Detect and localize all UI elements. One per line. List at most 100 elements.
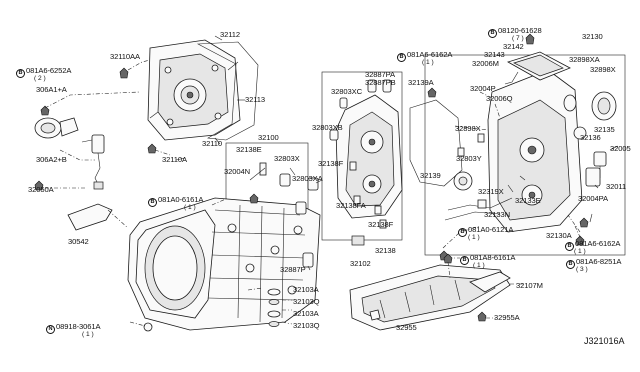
label-32133E: 32133E bbox=[515, 196, 541, 205]
qty-081A6-6162A-bottom: ( 1 ) bbox=[574, 248, 586, 255]
bolt-marker-icon: B bbox=[488, 29, 497, 38]
label-32898XA: 32898XA bbox=[569, 55, 600, 64]
label-32110AA: 32110AA bbox=[110, 52, 140, 61]
harness-306A2B bbox=[81, 134, 105, 190]
label-32135: 32135 bbox=[594, 125, 615, 134]
label-32898X-left: 32898X bbox=[455, 124, 481, 133]
bolt-marker-icon: B bbox=[458, 228, 467, 237]
bolt-marker-icon: B bbox=[565, 242, 574, 251]
label-32136: 32136 bbox=[580, 133, 601, 142]
label-32110: 32110 bbox=[202, 139, 223, 148]
label-306A1A: 306A1+A bbox=[36, 85, 67, 94]
label-32004N: 32004N bbox=[224, 167, 251, 176]
under-cover-32955 bbox=[349, 264, 511, 331]
label-32011: 32011 bbox=[606, 182, 627, 191]
washer-marker-icon: N bbox=[46, 325, 55, 334]
label-32112: 32112 bbox=[220, 30, 241, 39]
bolt-marker-icon: B bbox=[566, 260, 575, 269]
label-32006M: 32006M bbox=[472, 59, 499, 68]
label-32005: 32005 bbox=[610, 144, 631, 153]
label-32139A: 32139A bbox=[408, 78, 434, 87]
label-32103A-1: 32103A bbox=[293, 285, 319, 294]
qty-081A0-6161A: ( 1 ) bbox=[184, 204, 196, 211]
label-32803XA: 32803XA bbox=[292, 174, 323, 183]
label-32139: 32139 bbox=[420, 171, 441, 180]
top-cover-32142 bbox=[504, 51, 571, 85]
label-32887PA: 32887PA bbox=[365, 70, 395, 79]
label-32319X: 32319X bbox=[478, 187, 504, 196]
sensor-32005 bbox=[585, 151, 607, 187]
shift-rods-32133 bbox=[444, 197, 513, 221]
label-32898X-right: 32898X bbox=[590, 65, 616, 74]
bolt-32139A bbox=[427, 87, 437, 98]
label-30542: 30542 bbox=[68, 237, 89, 246]
group-box-32130 bbox=[424, 54, 626, 256]
qty-08918-3061A: ( 1 ) bbox=[82, 331, 94, 338]
adapter-parts bbox=[329, 79, 392, 246]
label-32887P: 32887P bbox=[280, 265, 306, 274]
label-32955: 32955 bbox=[396, 323, 417, 332]
diagram-code: J321016A bbox=[584, 336, 625, 346]
adapter-plate-32138 bbox=[335, 94, 403, 219]
label-32803X: 32803X bbox=[274, 154, 300, 163]
bracket-32107M bbox=[469, 271, 511, 293]
label-32138F-1: 32138F bbox=[318, 159, 344, 168]
label-32004P: 32004P bbox=[470, 84, 496, 93]
bolt-32955A bbox=[477, 311, 487, 322]
label-32103A-2: 32103A bbox=[293, 309, 319, 318]
bolt-marker-icon: B bbox=[397, 53, 406, 62]
release-bearing-306A1A bbox=[34, 117, 79, 139]
extension-housing-32110 bbox=[147, 39, 241, 141]
bolt-marker-icon: B bbox=[460, 256, 469, 265]
bolt-081A8 bbox=[443, 253, 453, 264]
qty-081A6-6162A-top: ( 1 ) bbox=[422, 59, 434, 66]
label-32050A: 32050A bbox=[28, 185, 54, 194]
qty-081A8-6161A: ( 1 ) bbox=[473, 262, 485, 269]
label-32138F-2: 32138F bbox=[368, 220, 394, 229]
label-306A2B: 306A2+B bbox=[36, 155, 67, 164]
label-32130A: 32130A bbox=[546, 231, 572, 240]
label-32113: 32113 bbox=[245, 95, 266, 104]
label-32143: 32143 bbox=[484, 50, 505, 59]
label-32130: 32130 bbox=[582, 32, 603, 41]
label-32103Q-2: 32103Q bbox=[293, 321, 320, 330]
label-32138: 32138 bbox=[375, 246, 396, 255]
bearing-32898X-left bbox=[453, 133, 485, 191]
label-32102: 32102 bbox=[350, 259, 371, 268]
label-32110A: 32110A bbox=[162, 155, 188, 164]
qty-081A6-6252A: ( 2 ) bbox=[34, 75, 46, 82]
label-32803Y: 32803Y bbox=[456, 154, 482, 163]
label-32107M: 32107M bbox=[516, 281, 543, 290]
label-32138FA: 32138FA bbox=[336, 201, 366, 210]
gasket-32139 bbox=[409, 99, 463, 187]
qty-081A0-6121A: ( 1 ) bbox=[468, 234, 480, 241]
bolt-marker-icon: B bbox=[16, 69, 25, 78]
label-32100: 32100 bbox=[258, 133, 279, 142]
case-small-parts bbox=[143, 162, 319, 332]
label-32133N: 32133N bbox=[484, 210, 511, 219]
gasket-32112 bbox=[196, 41, 259, 141]
label-32142: 32142 bbox=[503, 42, 524, 51]
label-32887PB: 32887PB bbox=[365, 78, 396, 87]
label-32803XC: 32803XC bbox=[331, 87, 362, 96]
label-32803XB: 32803XB bbox=[312, 123, 343, 132]
label-32103Q-1: 32103Q bbox=[293, 297, 320, 306]
transmission-case-32100 bbox=[127, 197, 321, 331]
bolt-set-top-left bbox=[34, 67, 157, 191]
label-32006Q: 32006Q bbox=[486, 94, 513, 103]
label-32004PA: 32004PA bbox=[578, 194, 608, 203]
guard-30542 bbox=[67, 203, 113, 231]
label-32138E: 32138E bbox=[236, 145, 262, 154]
label-32955A: 32955A bbox=[494, 313, 520, 322]
